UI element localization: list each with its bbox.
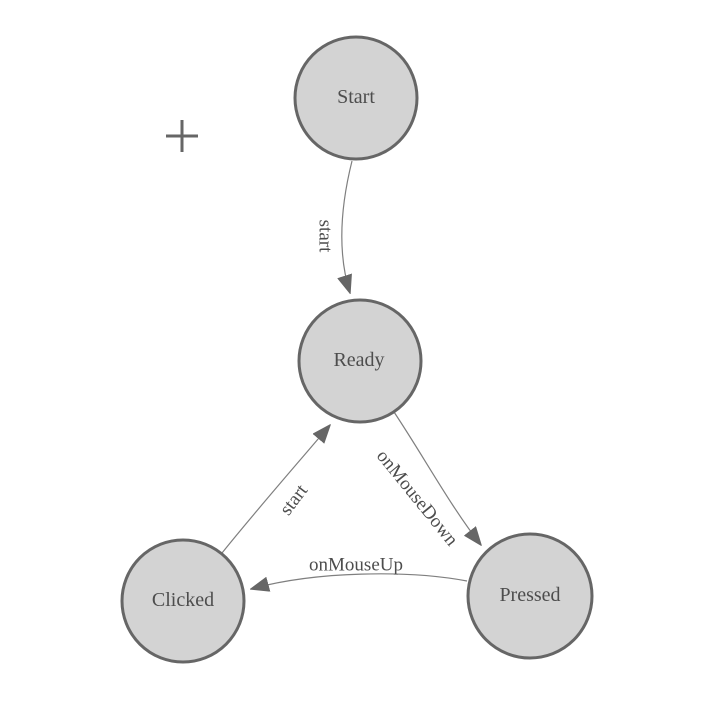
state-node-clicked[interactable]: Clicked [120, 538, 246, 664]
edge-path-pressed-to-clicked[interactable] [251, 573, 468, 589]
state-node-pressed[interactable]: Pressed [466, 532, 594, 660]
state-circle-ready[interactable] [297, 298, 423, 424]
state-circle-pressed[interactable] [466, 532, 594, 660]
edge-start-to-ready[interactable]: start [315, 160, 353, 293]
edge-pressed-to-clicked[interactable]: onMouseUp [251, 555, 468, 590]
edge-path-clicked-to-ready[interactable] [221, 425, 330, 554]
state-node-ready[interactable]: Ready [297, 298, 423, 424]
edge-ready-to-pressed[interactable]: onMouseDown [372, 411, 481, 551]
edge-clicked-to-ready[interactable]: start [221, 425, 330, 554]
edge-label-start: start [315, 220, 336, 253]
edge-label-onmouseup: onMouseUp [309, 555, 403, 576]
add-state-tool[interactable] [166, 120, 198, 152]
edge-path-start-to-ready[interactable] [342, 160, 353, 293]
state-node-start[interactable]: Start [293, 35, 419, 161]
state-circle-start[interactable] [293, 35, 419, 161]
edge-path-ready-to-pressed[interactable] [393, 411, 481, 545]
state-circle-clicked[interactable] [120, 538, 246, 664]
edge-label-start-2: start [276, 480, 313, 519]
